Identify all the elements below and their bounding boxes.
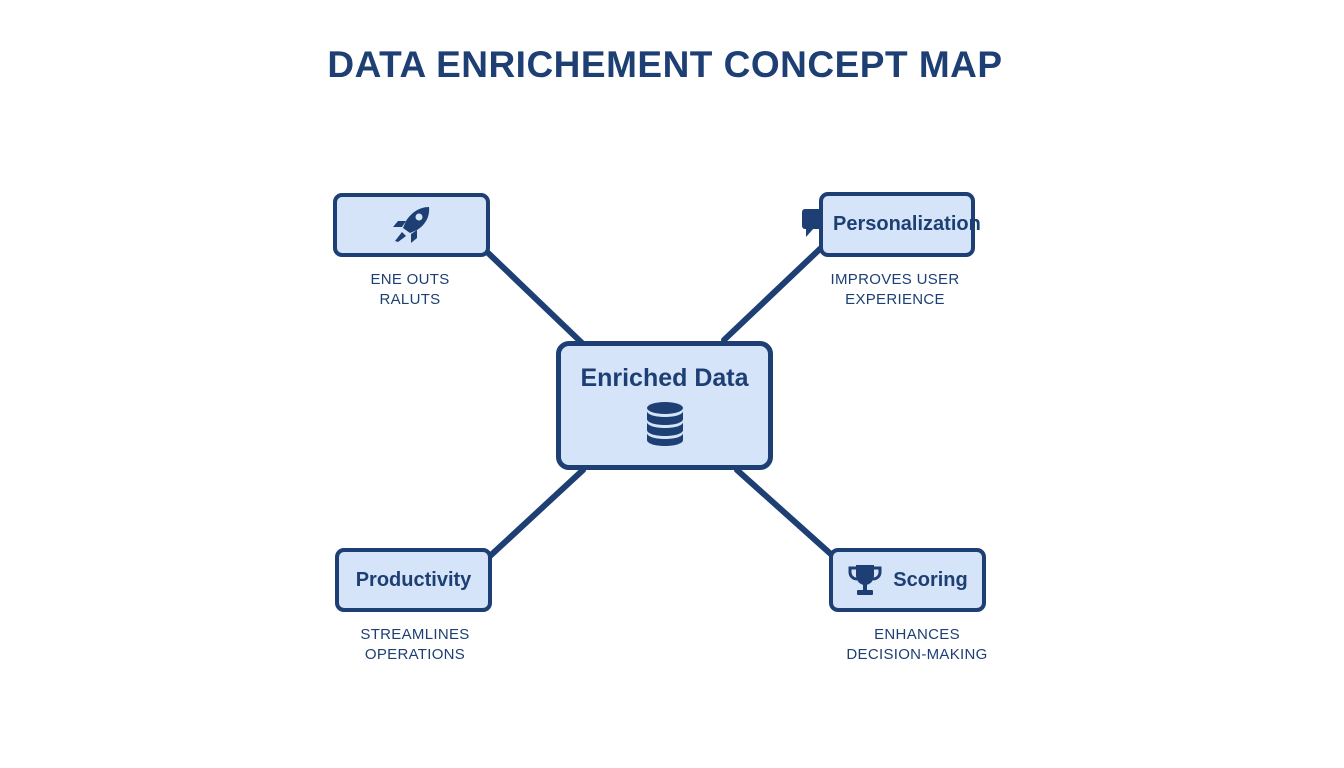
connector-top-left [482, 247, 585, 346]
caption-line: RALUTS [379, 291, 441, 308]
caption-bottom-left: STREAMLINES OPERATIONS [335, 625, 495, 665]
caption-top-left: ENE OUTS RALUTS [330, 270, 490, 310]
node-rocket[interactable] [333, 193, 490, 257]
page-title: DATA ENRICHEMENT CONCEPT MAP [327, 44, 1003, 85]
database-icon [646, 402, 683, 446]
caption-line: EXPERIENCE [845, 291, 945, 308]
center-node-label: Enriched Data [580, 364, 749, 392]
connector-bottom-right [734, 467, 836, 559]
caption-top-right: IMPROVES USER EXPERIENCE [805, 270, 985, 310]
caption-line: IMPROVES USER [830, 271, 960, 288]
caption-line: DECISION-MAKING [846, 646, 988, 663]
node-productivity[interactable]: Productivity [335, 548, 492, 612]
center-node-enriched-data[interactable]: Enriched Data [556, 341, 773, 470]
caption-line: ENE OUTS [370, 271, 450, 288]
caption-line: OPERATIONS [364, 646, 466, 663]
node-productivity-label: Productivity [355, 568, 472, 591]
connector-top-right [721, 244, 825, 343]
node-scoring[interactable]: Scoring [829, 548, 986, 612]
caption-line: STREAMLINES [360, 626, 470, 643]
node-scoring-label: Scoring [893, 568, 968, 591]
caption-line: ENHANCES [874, 626, 960, 643]
node-personalization[interactable]: Personalization [819, 192, 981, 257]
trophy-icon [848, 565, 882, 595]
rocket-icon [392, 207, 429, 243]
caption-bottom-right: ENHANCES DECISION-MAKING [817, 625, 1017, 665]
connector-bottom-left [487, 467, 586, 559]
node-personalization-label: Personalization [833, 213, 981, 235]
